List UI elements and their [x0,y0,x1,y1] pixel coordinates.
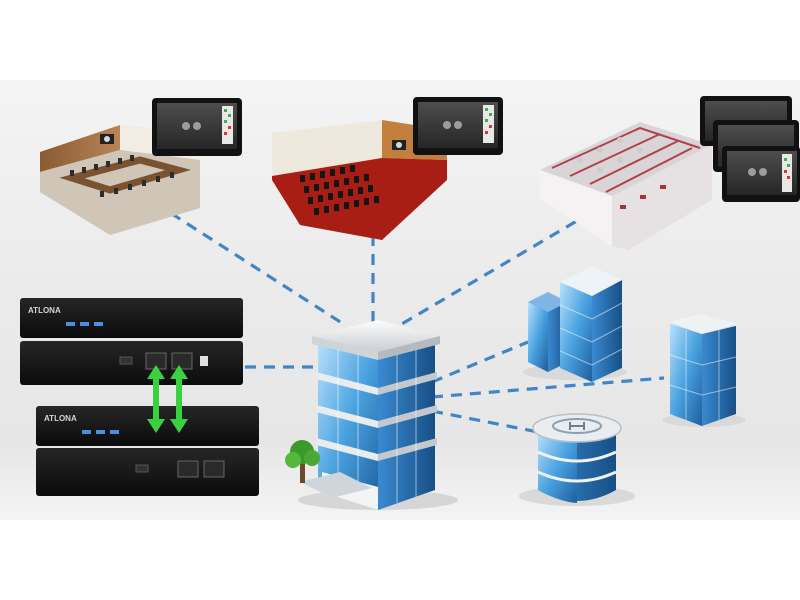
arrow-left [147,365,165,433]
round-building-with-helipad [519,413,635,506]
office-tablet-stack [700,96,800,202]
twin-tower-office [523,266,627,382]
boardroom-tablet [152,98,242,156]
link-twin-tower [431,340,529,384]
link-round-building [431,409,539,434]
encoder-unit: ATLONA [20,298,243,385]
office-floor-room [540,122,712,250]
hq-floor-slabs [312,320,440,461]
decoder-unit: ATLONA [36,406,259,496]
headquarters-building [285,320,458,510]
tree-icon [285,440,320,483]
connection-lines [154,201,665,434]
link-glass-tower [431,376,665,399]
helipad-icon [569,422,585,430]
decoder-brand-label: ATLONA [44,414,77,423]
auditorium-tablet [413,97,503,155]
arrow-right [170,365,188,433]
link-arrows [147,365,188,433]
glass-tower [662,314,746,427]
encoder-brand-label: ATLONA [28,306,61,315]
office-tablet-3 [722,146,800,202]
